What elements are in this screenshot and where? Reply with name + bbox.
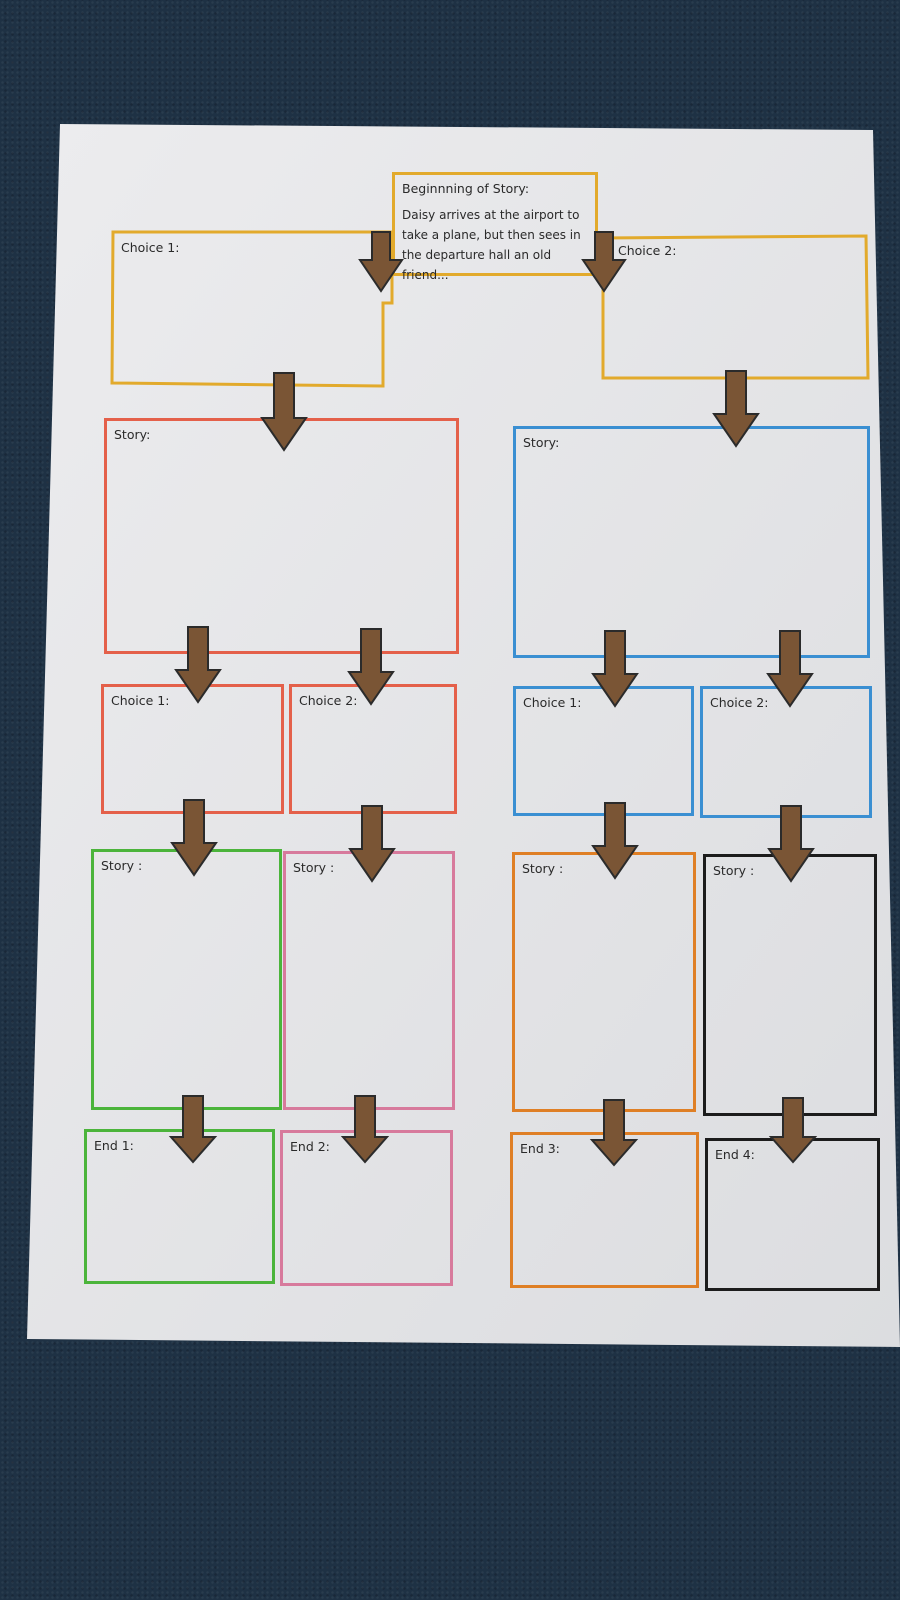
right-choice-2-box: Choice 2: xyxy=(700,686,872,818)
story-2-label: Story : xyxy=(293,860,335,875)
end-3-box: End 3: xyxy=(510,1132,699,1288)
right-choice-1-label: Choice 1: xyxy=(523,695,582,710)
beginning-of-story-box: Beginnning of Story: Daisy arrives at th… xyxy=(392,172,598,282)
left-choice-2-box: Choice 2: xyxy=(289,684,457,814)
right-choice-2-label: Choice 2: xyxy=(710,695,769,710)
story-3-box: Story : xyxy=(512,852,696,1112)
level1-choice-right-label: Choice 2: xyxy=(618,243,677,258)
level1-choice-left-box xyxy=(110,230,394,388)
end-2-label: End 2: xyxy=(290,1139,330,1154)
story-4-label: Story : xyxy=(713,863,755,878)
story-2-box: Story : xyxy=(283,851,455,1110)
end-3-label: End 3: xyxy=(520,1141,560,1156)
end-1-label: End 1: xyxy=(94,1138,134,1153)
beginning-text: Daisy arrives at the airport to take a p… xyxy=(402,208,581,282)
story-1-box: Story : xyxy=(91,849,282,1110)
level1-choice-left-label: Choice 1: xyxy=(121,240,180,255)
story-4-box: Story : xyxy=(703,854,877,1116)
end-4-label: End 4: xyxy=(715,1147,755,1162)
story-3-label: Story : xyxy=(522,861,564,876)
story-left-label: Story: xyxy=(114,427,151,442)
story-right-label: Story: xyxy=(523,435,560,450)
story-left-box: Story: xyxy=(104,418,459,654)
end-2-box: End 2: xyxy=(280,1130,453,1286)
right-choice-1-box: Choice 1: xyxy=(513,686,694,816)
end-4-box: End 4: xyxy=(705,1138,880,1291)
end-1-box: End 1: xyxy=(84,1129,275,1284)
left-choice-1-label: Choice 1: xyxy=(111,693,170,708)
beginning-label: Beginnning of Story: xyxy=(402,181,530,196)
story-1-label: Story : xyxy=(101,858,143,873)
left-choice-2-label: Choice 2: xyxy=(299,693,358,708)
story-right-box: Story: xyxy=(513,426,870,658)
left-choice-1-box: Choice 1: xyxy=(101,684,284,814)
